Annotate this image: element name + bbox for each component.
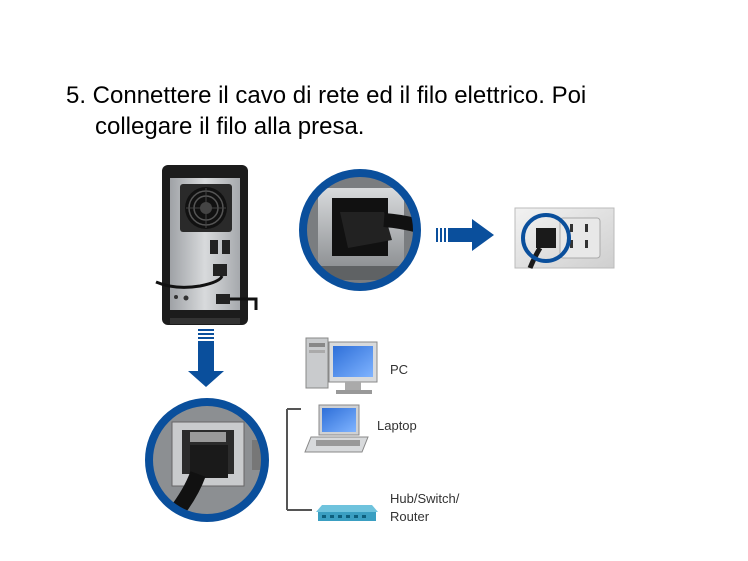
arrow-down-icon	[188, 329, 224, 387]
hub-label-line-1: Hub/Switch/	[390, 491, 460, 506]
fan-icon	[180, 184, 232, 232]
pc-label: PC	[390, 362, 408, 377]
laptop-icon	[304, 404, 369, 453]
instruction-text: 5. Connettere il cavo di rete ed il filo…	[66, 80, 686, 142]
network-switch-icon	[316, 505, 378, 521]
instruction-line-2: collegare il filo alla presa.	[95, 113, 365, 140]
wall-outlet	[514, 207, 615, 269]
power-cable	[230, 297, 258, 310]
power-plug-closeup	[299, 169, 421, 291]
connection-bracket	[286, 408, 312, 511]
network-cable	[155, 275, 224, 289]
usb-ports	[210, 240, 230, 254]
arrow-right-icon	[436, 219, 494, 251]
instruction-line-1: 5. Connettere il cavo di rete ed il filo…	[66, 82, 587, 109]
lan-port	[213, 264, 227, 276]
pc-icon	[305, 337, 378, 394]
hub-label-line-2: Router	[390, 509, 430, 524]
lan-plug-closeup	[145, 398, 269, 522]
laptop-label: Laptop	[377, 418, 417, 433]
nas-device	[155, 165, 258, 325]
power-port	[216, 294, 230, 304]
